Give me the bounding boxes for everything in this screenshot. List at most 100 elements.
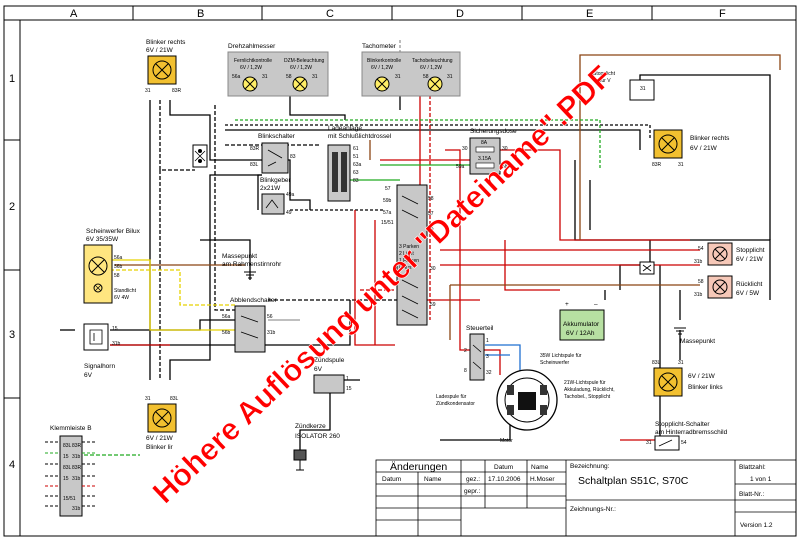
tachometer-lamp2-name: Tachobeleuchtung [412, 58, 453, 64]
gez-label: gez.: [466, 476, 480, 483]
drehzahlmesser: Drehzahlmesser Fernlichtkontrolle 6V / 1… [227, 43, 329, 97]
ladeanlage-pin-83: 83 [353, 178, 359, 184]
ladespule-sub: Akkuladung, Rücklicht, [564, 387, 615, 393]
massepunkt: Massepunkt [674, 327, 715, 345]
abblendschalter-pin-31b: 31b [267, 330, 276, 336]
klemmleiste-pin-3: 15 [63, 454, 69, 460]
blinkschalter-pin-83: 83 [290, 154, 296, 160]
blinkgeber: Blinkgeber 2x21W 49a 49 [260, 177, 295, 216]
blattzahl-value: 1 von 1 [750, 476, 772, 483]
klemmleiste: Klemmleiste B 83L 83R 15 31b 83L 83R 15 … [45, 425, 97, 517]
scheinwerfer: Scheinwerfer Bilux 6V 35/35W 56a 56b 58 … [83, 228, 141, 304]
stopplicht-vorn-title: Stopplicht [593, 71, 616, 77]
steuerteil-pin-1: 1 [486, 338, 489, 344]
ruecklicht-pin-31b: 31b [694, 292, 703, 298]
klemmleiste-pin-2: 83R [72, 443, 82, 449]
massepunkt-rahmen-sub: am Rahmenstirnrohr [222, 261, 282, 268]
gez-name: H.Moser [530, 476, 555, 483]
motor-title: Motor [500, 438, 513, 444]
stopplicht-schalter-sub: am Hinterradbremsschild [655, 429, 728, 436]
connector-block [192, 144, 208, 168]
scheinwerfer-pin-58: 58 [114, 273, 120, 279]
wires [60, 40, 781, 456]
ladespule-kond-sub: Zündkondensator [436, 401, 475, 407]
blinker-rechts-rear-title: Blinker rechts [690, 135, 730, 142]
blinkschalter-pin-83l: 83L [250, 162, 259, 168]
blinker-rechts-rear-pin-31: 31 [678, 162, 684, 168]
ladeanlage-pin-63a: 63a [353, 162, 362, 168]
ladeanlage-pin-51: 51 [353, 154, 359, 160]
zuendschloss-pin-57b: 57 [428, 211, 434, 217]
ladespule-title: 21W-Lichtspule für [564, 380, 606, 386]
massepunkt-rahmen-title: Massepunkt [222, 253, 257, 260]
blinkgeber-pin-49a: 49a [286, 192, 295, 198]
scheinwerfer-title: Scheinwerfer Bilux [86, 228, 141, 235]
blinker-rechts-front-pin-31: 31 [145, 88, 151, 94]
akkumulator-plus: + [565, 301, 569, 308]
zuendschloss-pos-2: 2 Licht [399, 251, 414, 257]
title-block [375, 459, 797, 537]
bezeichnung-label: Bezeichnung: [570, 463, 610, 470]
zuendschloss-pin-30: 30 [430, 266, 436, 272]
klemmleiste-pin-1: 83L [63, 443, 72, 449]
column-label-d: D [456, 8, 464, 20]
bezeichnung-value: Schaltplan S51C, S70C [578, 475, 689, 487]
stopplicht-title: Stopplicht [736, 247, 765, 254]
blinker-rechts-front-rating: 6V / 21W [146, 47, 174, 54]
stopplicht-schalter-pin-54: 54 [681, 440, 687, 446]
ladespule-kond-title: Ladespule für [436, 394, 467, 400]
signalhorn: Signalhorn 6V 15 31b [83, 323, 121, 379]
blinker-links-rear-title: Blinker links [688, 384, 723, 391]
klemmleiste-pin-5: 83L [63, 465, 72, 471]
zuendspule-pin-1: 1 [346, 376, 349, 382]
blinker-links-rear-rating: 6V / 21W [688, 373, 716, 380]
zuendschloss-pin-59b: 59b [383, 198, 392, 204]
steuerteil-pin-2: 2 [464, 348, 467, 354]
akkumulator-rating: 6V / 12Ah [566, 330, 595, 337]
stopplicht-pin-54: 54 [698, 246, 704, 252]
ruecklicht: Rücklicht 6V / 5W 58 31b [694, 275, 763, 299]
zuendspule-rating: 6V [314, 366, 323, 373]
tachometer-pin-31a: 31 [395, 74, 401, 80]
blinkschalter: Blinkschalter 83R 83 83L [250, 133, 296, 174]
sicherungsdose-title: Sicherungsdose [470, 128, 517, 135]
blinkgeber-rating: 2x21W [260, 185, 281, 192]
sicherungsdose-pin-30a: 30 [462, 146, 468, 152]
row-label-1: 1 [9, 73, 15, 85]
zuendschloss-pin-15: 15 [428, 226, 434, 232]
sicherungsdose-fuse-8a: 8A [481, 140, 488, 146]
tachometer-pin-58: 58 [423, 74, 429, 80]
stopplicht-schalter-title: Stopplicht-Schalter [655, 421, 710, 428]
zuendkerze-sub: ISOLATOR 260 [295, 433, 340, 440]
column-label-a: A [70, 8, 78, 20]
scheinwerfer-pin-56a: 56a [114, 255, 123, 261]
sicherungsdose-pin-30b: 30 [502, 146, 508, 152]
tachometer: Tachometer Blinkerkontrolle 6V / 1,2W Ta… [361, 43, 461, 97]
aenderungen-name-col: Name [424, 476, 442, 483]
blinker-links-front-rating: 6V / 21W [146, 435, 174, 442]
zuendschloss-pos-1: 1 Fahren [399, 258, 419, 264]
zuendschloss-pin-1551: 15/51 [381, 220, 394, 226]
stopplicht-schalter: Stopplicht-Schalter am Hinterradbremssch… [646, 421, 728, 451]
steuerteil-title: Steuerteil [466, 325, 494, 332]
ladeanlage-pin-61: 61 [353, 146, 359, 152]
klemmleiste-title: Klemmleiste B [50, 425, 92, 432]
drehzahlmesser-pin-31b: 31 [312, 74, 318, 80]
tachometer-lamp1-name: Blinkerkontrolle [367, 58, 401, 64]
zuendspule: Zündspule 6V 1 15 [313, 357, 352, 394]
signalhorn-title: Signalhorn [84, 363, 115, 370]
watermark-text: Höhere Auflösung unter "Dateiname".PDF [146, 59, 619, 511]
klemmleiste-pin-6: 83R [72, 465, 82, 471]
stopplicht-vorn-sub: für V [600, 78, 611, 84]
ruecklicht-rating: 6V / 5W [736, 290, 760, 297]
zuendkerze: Zündkerze ISOLATOR 260 [293, 423, 340, 471]
gepr-label: gepr.: [464, 488, 480, 495]
sicherungsdose-pin-58: 58 [502, 164, 508, 170]
column-label-f: F [719, 8, 726, 20]
sicherungsdose-pin-59a: 59a [456, 164, 465, 170]
scheinwerfer-rating: 6V 35/35W [86, 236, 119, 243]
blinker-links-front-pin-31: 31 [145, 396, 151, 402]
blinker-rechts-front-title: Blinker rechts [146, 39, 186, 46]
blinker-rechts-rear-pin-83r: 83R [652, 162, 662, 168]
